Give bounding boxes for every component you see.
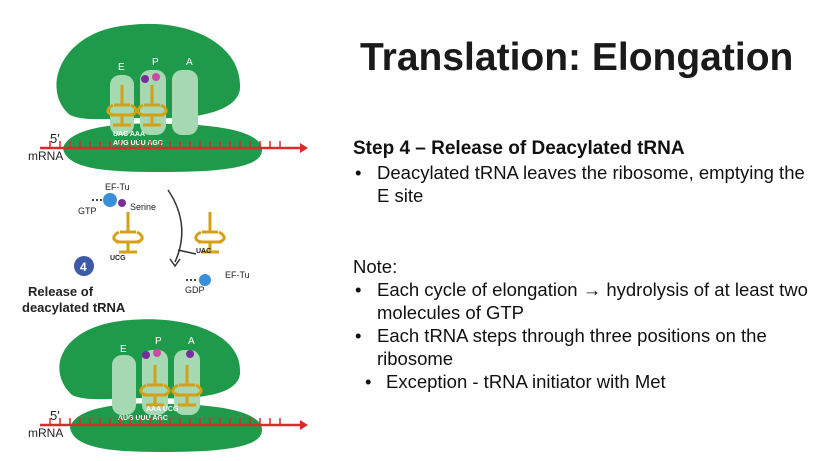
step-badge bbox=[74, 256, 94, 276]
ucg-anticodon: UCG bbox=[110, 255, 126, 262]
a-site bbox=[172, 70, 198, 135]
p-site-label: P bbox=[152, 57, 159, 68]
top-mrna-strand: 5′ mRNA bbox=[28, 131, 308, 163]
top-codon-label: UAC AAA bbox=[113, 131, 145, 138]
gtp-label: GTP bbox=[78, 206, 97, 216]
amino-acid-ball bbox=[141, 75, 149, 83]
bottom-mrna-strand: 5′ mRNA bbox=[28, 408, 308, 440]
gdp-ef-tu-ball bbox=[199, 274, 211, 286]
step-bullet: Deacylated tRNA leaves the ribosome, emp… bbox=[353, 161, 813, 207]
slide-text: Step 4 – Release of Deacylated tRNA Deac… bbox=[353, 137, 813, 393]
note-bullets: Each cycle of elongation → hydrolysis of… bbox=[353, 278, 813, 370]
bottom-ribosome: E P A AAA UCG AUG UUU AGC bbox=[59, 319, 262, 452]
mrna-label: mRNA bbox=[28, 426, 63, 440]
gdp-label: GDP bbox=[185, 285, 205, 295]
amino-acid-ball bbox=[142, 351, 150, 359]
p-site-label: P bbox=[155, 336, 162, 347]
uac-anticodon: UAC bbox=[196, 248, 211, 255]
strand-end-label: 5′ bbox=[50, 408, 60, 423]
e-site-label: E bbox=[118, 62, 125, 73]
ef-tu-exchange: EF-Tu GTP Serine UCG UAC GDP EF-Tu 4 Rel… bbox=[22, 182, 250, 315]
step-caption-line1: Release of bbox=[28, 284, 94, 299]
mrna-label: mRNA bbox=[28, 149, 63, 163]
ef-tu-label: EF-Tu bbox=[105, 182, 130, 192]
step-number: 4 bbox=[80, 260, 87, 274]
released-trna bbox=[194, 210, 226, 254]
note-bullet: Each cycle of elongation → hydrolysis of… bbox=[353, 278, 813, 324]
note-label: Note: bbox=[353, 256, 398, 277]
top-mrna-sequence: AUG UUU AGC bbox=[113, 140, 163, 147]
bottom-codon-label: AAA UCG bbox=[146, 406, 179, 413]
amino-acid-ball bbox=[152, 73, 160, 81]
serine-label: Serine bbox=[130, 202, 156, 212]
e-site bbox=[112, 355, 136, 415]
bottom-mrna-sequence: AUG UUU AGC bbox=[118, 415, 168, 422]
slide-title: Translation: Elongation bbox=[360, 36, 794, 79]
amino-acid-ball bbox=[186, 350, 194, 358]
incoming-trna bbox=[112, 210, 144, 254]
note-sub-bullets: Exception - tRNA initiator with Met bbox=[353, 370, 813, 393]
step-bullets: Deacylated tRNA leaves the ribosome, emp… bbox=[353, 161, 813, 207]
top-ribosome: E P A UAC AAA AUG UUU AGC bbox=[56, 23, 262, 172]
translation-elongation-diagram: E P A UAC AAA AUG UUU AGC 5′ mRNA EF-Tu … bbox=[22, 23, 308, 452]
note-sub-bullet: Exception - tRNA initiator with Met bbox=[353, 370, 813, 393]
amino-acid-ball bbox=[153, 349, 161, 357]
a-site-label: A bbox=[186, 57, 193, 68]
strand-end-label: 5′ bbox=[50, 131, 60, 146]
note-bullet: Each tRNA steps through three positions … bbox=[353, 324, 813, 370]
step-heading: Step 4 – Release of Deacylated tRNA bbox=[353, 138, 685, 159]
serine-ball bbox=[118, 199, 126, 207]
e-site-label: E bbox=[120, 344, 127, 355]
step-caption-line2: deacylated tRNA bbox=[22, 300, 126, 315]
ef-tu-ball bbox=[103, 193, 117, 207]
a-site-label: A bbox=[188, 336, 195, 347]
ef-tu-release-label: EF-Tu bbox=[225, 270, 250, 280]
